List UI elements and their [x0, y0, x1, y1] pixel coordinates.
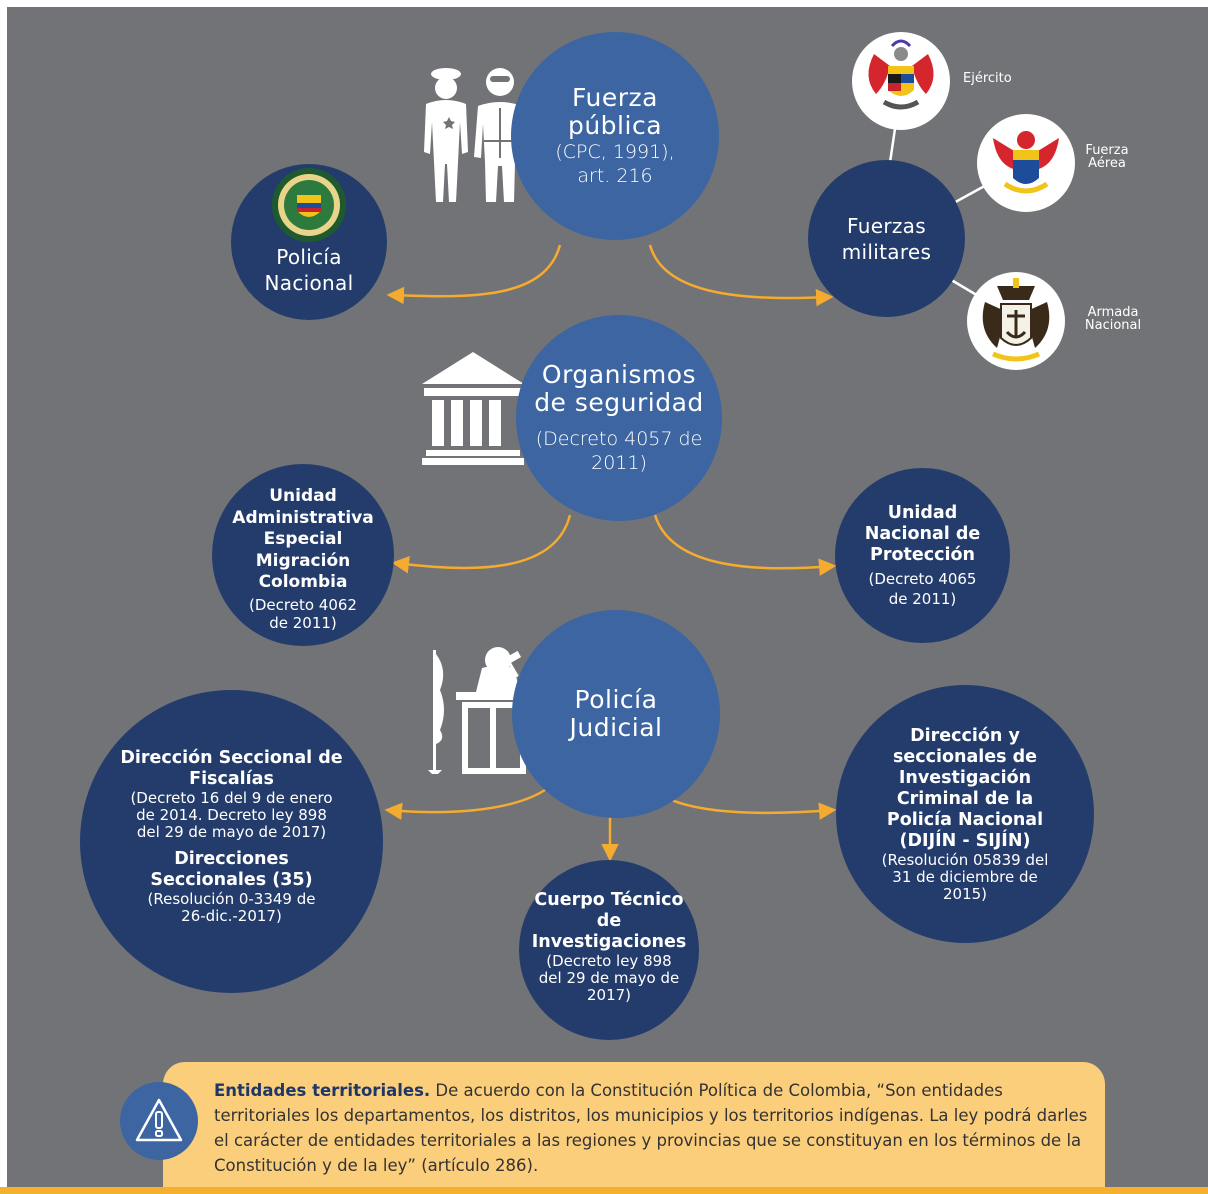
- proteccion-detail: (Decreto 4065 de 2011): [868, 569, 977, 608]
- cti-title: Cuerpo Técnico de Investigaciones: [531, 890, 687, 952]
- policia-judicial-title: Policía Judicial: [569, 685, 663, 742]
- warning-icon: [135, 1098, 183, 1142]
- fiscalias-title2: Direcciones Seccionales (35): [150, 849, 313, 890]
- fuerza-publica-subtitle: (CPC, 1991), art. 216: [555, 141, 675, 187]
- fuerzas-militares-label: Fuerzas militares: [841, 213, 932, 264]
- warning-badge: [120, 1082, 198, 1160]
- armada-label: Armada Nacional: [1084, 305, 1142, 333]
- fuerza-aerea-label: Fuerza Aérea: [1085, 143, 1129, 171]
- fiscalias-node: Dirección Seccional de Fiscalías (Decret…: [80, 690, 383, 993]
- note-body: De acuerdo con la Constitución Política …: [214, 1081, 1088, 1175]
- armada-emblem: [967, 272, 1065, 370]
- dijin-detail: (Resolución 05839 del 31 de diciembre de…: [881, 850, 1049, 903]
- proteccion-node: Unidad Nacional de Protección (Decreto 4…: [835, 468, 1010, 643]
- dijin-node: Dirección y seccionales de Investigación…: [836, 685, 1094, 943]
- fiscalias-detail2: (Resolución 0-3349 de 26-dic.-2017): [147, 890, 316, 925]
- police-shield-icon: [272, 168, 346, 242]
- dijin-title: Dirección y seccionales de Investigación…: [886, 725, 1044, 851]
- organismos-node: Organismos de seguridad (Decreto 4057 de…: [516, 315, 722, 521]
- fuerzas-militares-node: Fuerzas militares: [808, 160, 965, 317]
- cti-detail: (Decreto ley 898 del 29 de mayo de 2017): [538, 952, 680, 1004]
- bottom-strip: [0, 1187, 1208, 1194]
- ejercito-label: Ejército: [963, 71, 1012, 86]
- fuerza-publica-title: Fuerza pública: [567, 83, 663, 140]
- fiscalias-title: Dirección Seccional de Fiscalías: [120, 748, 343, 789]
- police-officers-icon: [424, 68, 526, 202]
- government-building-icon: [422, 352, 524, 465]
- fuerza-aerea-crest-icon: [993, 131, 1059, 194]
- proteccion-title: Unidad Nacional de Protección: [864, 502, 981, 565]
- arrow-to-policia: [386, 244, 562, 305]
- ejercito-emblem: [852, 32, 950, 130]
- organismos-title: Organismos de seguridad: [534, 360, 704, 417]
- arrow-to-proteccion: [653, 514, 837, 576]
- fiscalias-detail: (Decreto 16 del 9 de enero de 2014. Decr…: [130, 789, 333, 841]
- fuerza-publica-node: Fuerza pública (CPC, 1991), art. 216: [511, 32, 719, 240]
- cti-node: Cuerpo Técnico de Investigaciones (Decre…: [519, 860, 699, 1040]
- migracion-title: Unidad Administrativa Especial Migración…: [232, 486, 374, 593]
- ejercito-crest-icon: [868, 39, 934, 110]
- arrow-to-migracion: [391, 514, 572, 574]
- note-text: Entidades territoriales. De acuerdo con …: [214, 1078, 1094, 1178]
- note-box: [163, 1062, 1105, 1188]
- migracion-detail: (Decreto 4062 de 2011): [249, 595, 357, 632]
- arrow-to-militares: [648, 244, 834, 307]
- migracion-node: Unidad Administrativa Especial Migración…: [212, 464, 394, 646]
- organismos-subtitle: (Decreto 4057 de 2011): [535, 428, 703, 474]
- arrow-to-dijin: [664, 795, 837, 820]
- armada-crest-icon: [982, 278, 1050, 362]
- fuerza-aerea-emblem: [977, 114, 1075, 212]
- note-title: Entidades territoriales.: [214, 1081, 431, 1100]
- policia-nacional-label: Policía Nacional: [264, 245, 354, 295]
- policia-judicial-node: Policía Judicial: [512, 610, 720, 818]
- arrow-to-fiscalias: [384, 788, 546, 820]
